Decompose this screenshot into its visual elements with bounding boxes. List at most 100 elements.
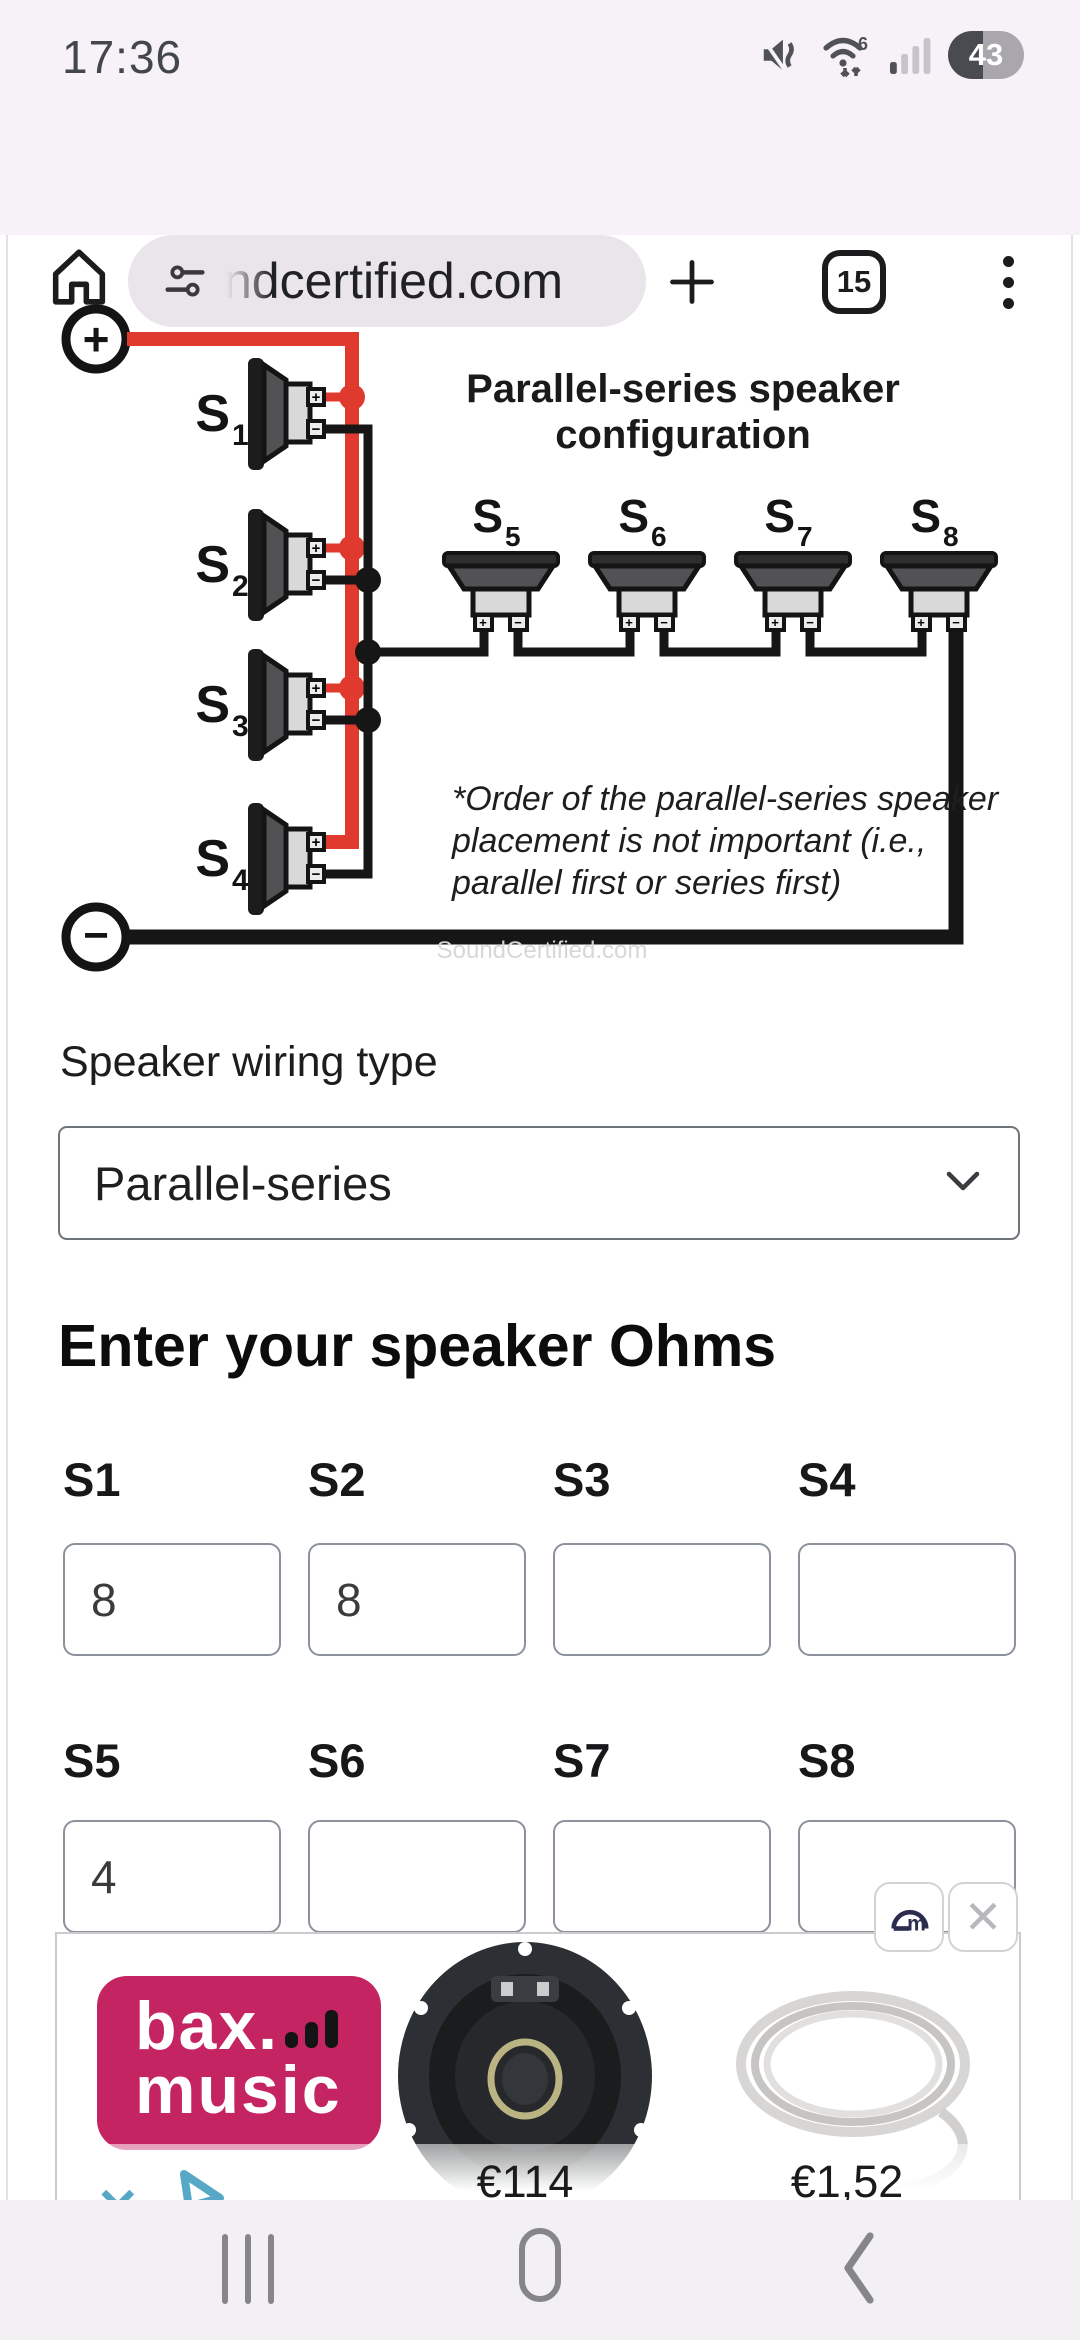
url-fade-overlay [212,235,272,327]
ohms-input-s7[interactable] [553,1820,771,1933]
tab-switcher-button[interactable]: 15 [822,250,886,314]
ad-info-button[interactable]: m [874,1882,944,1952]
svg-text:placement is not important (i.: placement is not important (i.e., [451,822,926,860]
wiring-type-select[interactable]: Parallel-series [58,1126,1020,1240]
svg-text:−: − [312,712,321,729]
svg-text:−: − [312,866,321,883]
url-bar[interactable]: ndcertified.com [128,235,646,327]
speaker-s4: + − [248,803,326,915]
tab-count: 15 [836,264,872,299]
wiring-diagram: + − + − + − [61,304,1000,972]
ohms-input-s2[interactable] [308,1543,526,1656]
svg-text:6: 6 [858,34,868,54]
home-nav-button[interactable] [519,2228,561,2302]
svg-text:S: S [195,830,230,888]
label-s7: S7 [553,1734,611,1787]
ad-banner[interactable]: bax. music €114 €1,52 [55,1932,1021,2228]
side-speaker-labels: S 1 S 2 S 3 S 4 [195,385,249,897]
speaker-price: €114 [476,2156,574,2207]
svg-text:S: S [764,490,795,542]
speaker-s5: + − [442,551,560,632]
wiring-type-label: Speaker wiring type [60,1038,438,1086]
battery-icon: 43 [948,31,1024,79]
speaker-s6: + − [588,551,706,632]
wiring-type-value: Parallel-series [94,1156,392,1210]
svg-text:+: + [312,389,321,406]
svg-text:+: + [312,834,321,851]
svg-text:S: S [195,385,230,443]
positive-terminal: + [61,304,131,374]
svg-text:parallel first or series first: parallel first or series first) [451,864,841,902]
brand-text-1: bax. [135,1988,280,2064]
diagram-title-line1: Parallel-series speaker [466,367,900,411]
speaker-s1: + − [248,358,326,470]
svg-text:−: − [312,572,321,589]
diagram-title-line2: configuration [555,413,811,457]
status-bar: 17:36 6 43 [0,0,1080,110]
svg-text:−: − [312,421,321,438]
url-text: ndcertified.com [224,253,564,309]
chevron-down-icon [946,1171,980,1191]
back-button[interactable] [838,2230,878,2306]
label-s5: S5 [63,1734,121,1787]
svg-text:3: 3 [232,710,249,743]
svg-text:−: − [806,615,814,630]
svg-text:+: + [917,615,925,630]
speaker-s2: + − [248,509,326,621]
recents-button[interactable] [222,2234,274,2304]
speaker-s7: + − [734,551,852,632]
wifi6-icon: 6 [823,34,868,78]
battery-percent: 43 [968,37,1004,72]
svg-text:5: 5 [505,521,521,552]
svg-text:−: − [83,911,109,960]
speaker-product-image[interactable] [395,1940,655,2212]
ohms-input-s5[interactable] [63,1820,281,1933]
ohms-input-s1[interactable] [63,1543,281,1656]
svg-text:+: + [771,615,779,630]
watermark: SoundCertified.com [437,937,648,964]
system-nav-bar [0,2200,1080,2340]
label-s8: S8 [798,1734,856,1787]
svg-text:S: S [910,490,941,542]
home-button[interactable] [44,242,114,312]
label-s6: S6 [308,1734,366,1787]
svg-text:+: + [479,615,487,630]
ad-provider-icon: m [891,1909,929,1935]
positive-junctions [339,384,365,701]
svg-text:−: − [514,615,522,630]
negative-terminal: − [61,902,131,972]
svg-text:8: 8 [943,521,959,552]
tune-icon [165,265,205,297]
new-tab-button[interactable] [666,256,718,308]
negative-junctions [355,567,381,733]
clock: 17:36 [62,31,183,83]
svg-text:+: + [312,540,321,557]
svg-text:+: + [625,615,633,630]
speaker-s8: + − [880,551,998,632]
equalizer-bars-icon [285,2010,339,2048]
content-frame-left [6,235,8,2200]
ohms-input-s4[interactable] [798,1543,1016,1656]
svg-text:7: 7 [797,521,813,552]
menu-button[interactable] [978,250,1038,314]
svg-text:4: 4 [232,864,249,897]
svg-text:m: m [907,1912,926,1935]
svg-text:2: 2 [232,570,249,603]
label-s4: S4 [798,1453,856,1506]
speaker-s3: + − [248,649,326,761]
svg-text:S: S [195,536,230,594]
signal-strength-icon [890,38,931,74]
svg-text:*Order of the parallel-series: *Order of the parallel-series speaker [452,780,1000,818]
ad-close-button[interactable]: ✕ [948,1882,1018,1952]
content-frame-right [1071,235,1073,2200]
svg-text:−: − [660,615,668,630]
ohms-input-s3[interactable] [553,1543,771,1656]
browser-toolbar: ndcertified.com 15 [0,110,1080,327]
svg-text:+: + [312,680,321,697]
svg-text:−: − [952,615,960,630]
svg-text:S: S [472,490,503,542]
bax-music-logo[interactable]: bax. music [97,1976,381,2150]
label-s2: S2 [308,1453,366,1506]
ohms-input-s6[interactable] [308,1820,526,1933]
svg-text:S: S [195,676,230,734]
